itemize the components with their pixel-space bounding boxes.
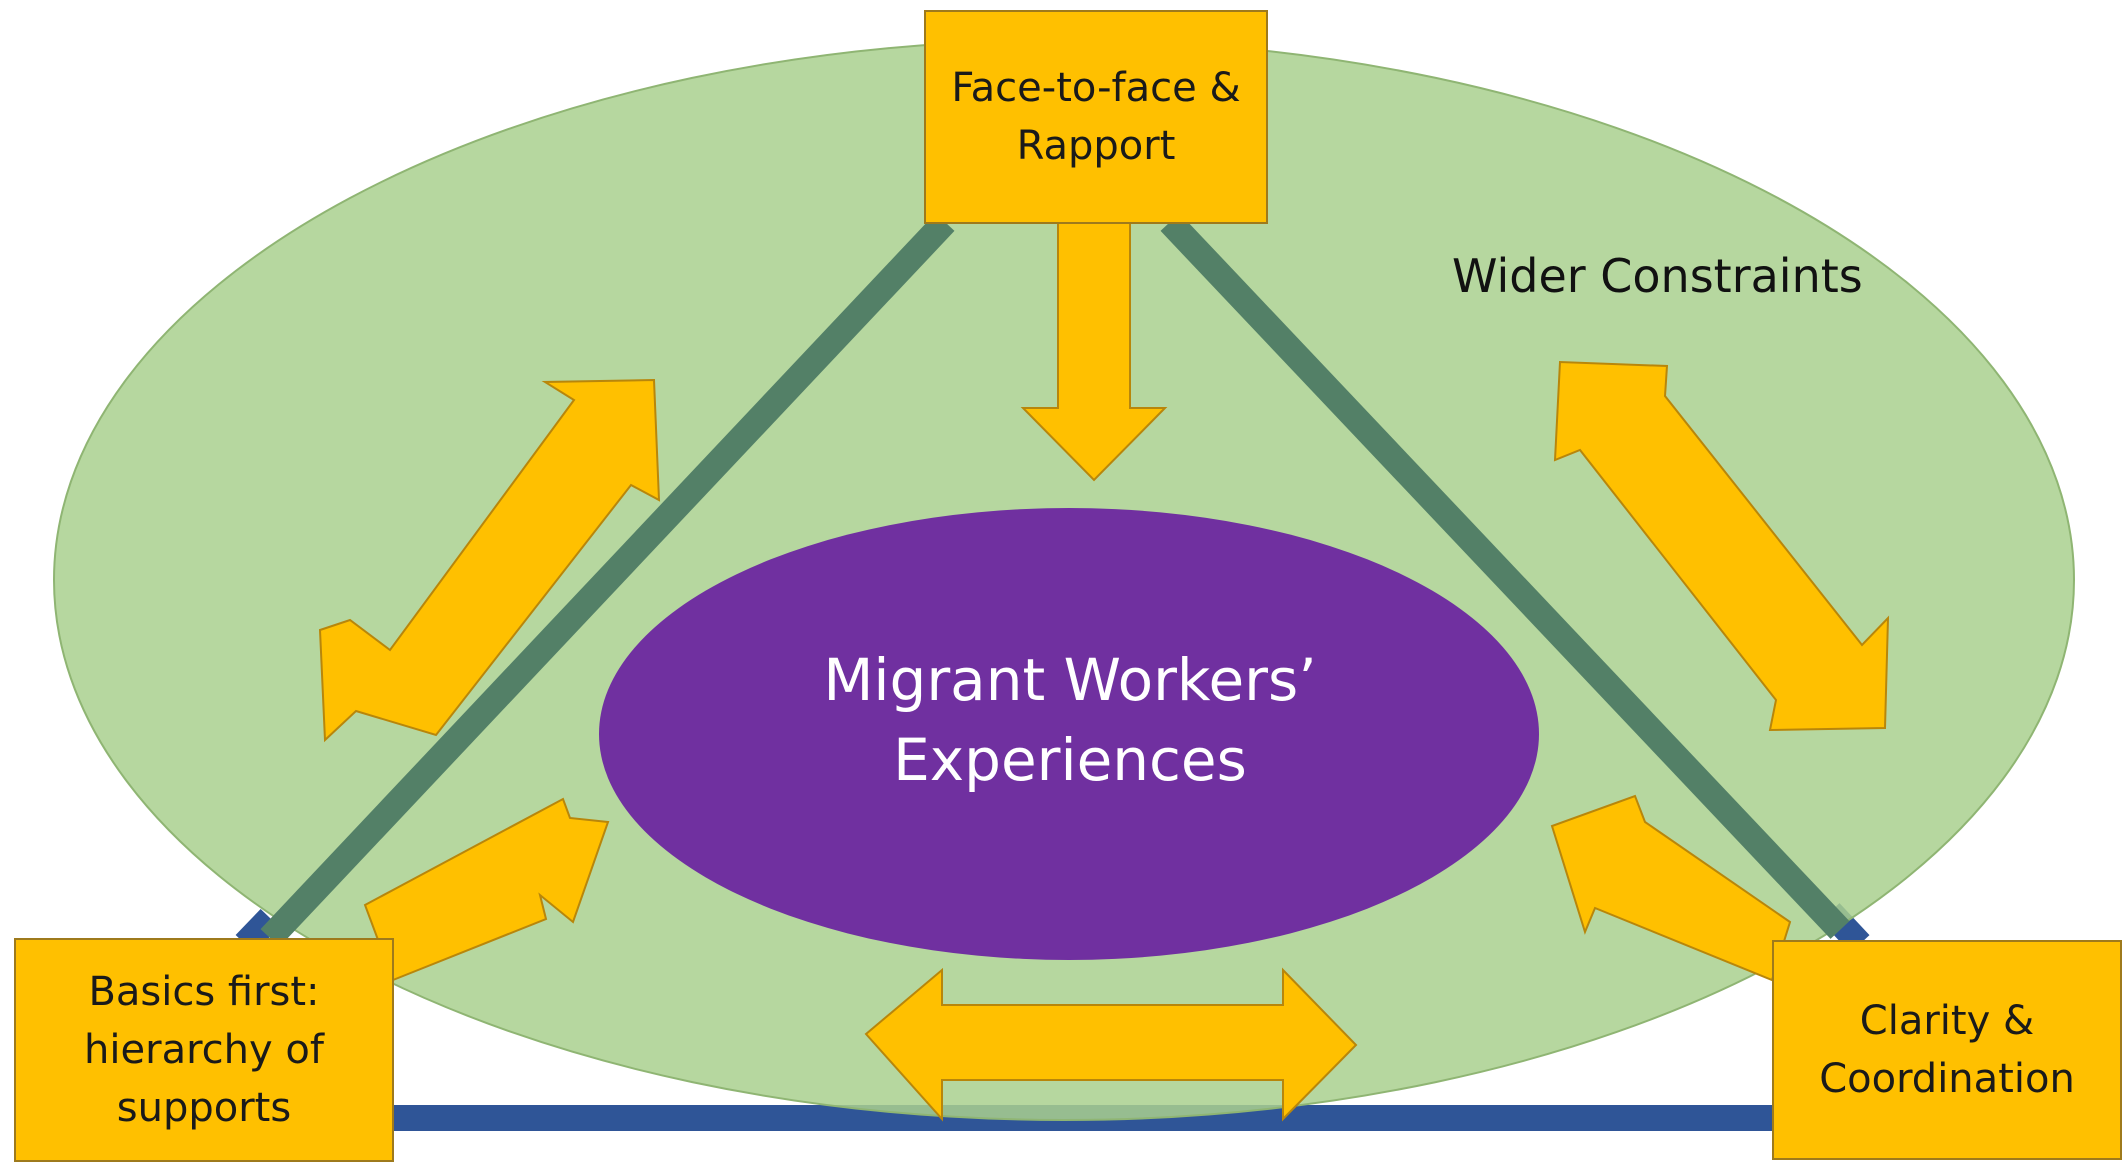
migrant-workers-label: Migrant Workers’ Experiences: [823, 646, 1317, 794]
right-diagonal-double-arrow: [1553, 360, 1890, 732]
triangle-right-side-line: [1160, 213, 1850, 939]
left-to-center-arrow: [363, 797, 610, 982]
basics-first-box: Basics first: hierarchy of supports: [14, 938, 394, 1162]
face-to-face-rapport-box: Face-to-face & Rapport: [924, 10, 1268, 224]
left-diagonal-double-arrow: [318, 378, 661, 743]
down-arrow: [1020, 221, 1168, 482]
migrant-workers-ellipse: [599, 508, 1539, 960]
right-to-center-arrow: [1550, 794, 1792, 982]
wider-constraints-label: Wider Constraints: [1452, 249, 1863, 303]
triangle-left-side-line: [260, 213, 955, 947]
clarity-coordination-box: Clarity & Coordination: [1772, 940, 2122, 1160]
bottom-horizontal-double-arrow: [864, 967, 1358, 1122]
